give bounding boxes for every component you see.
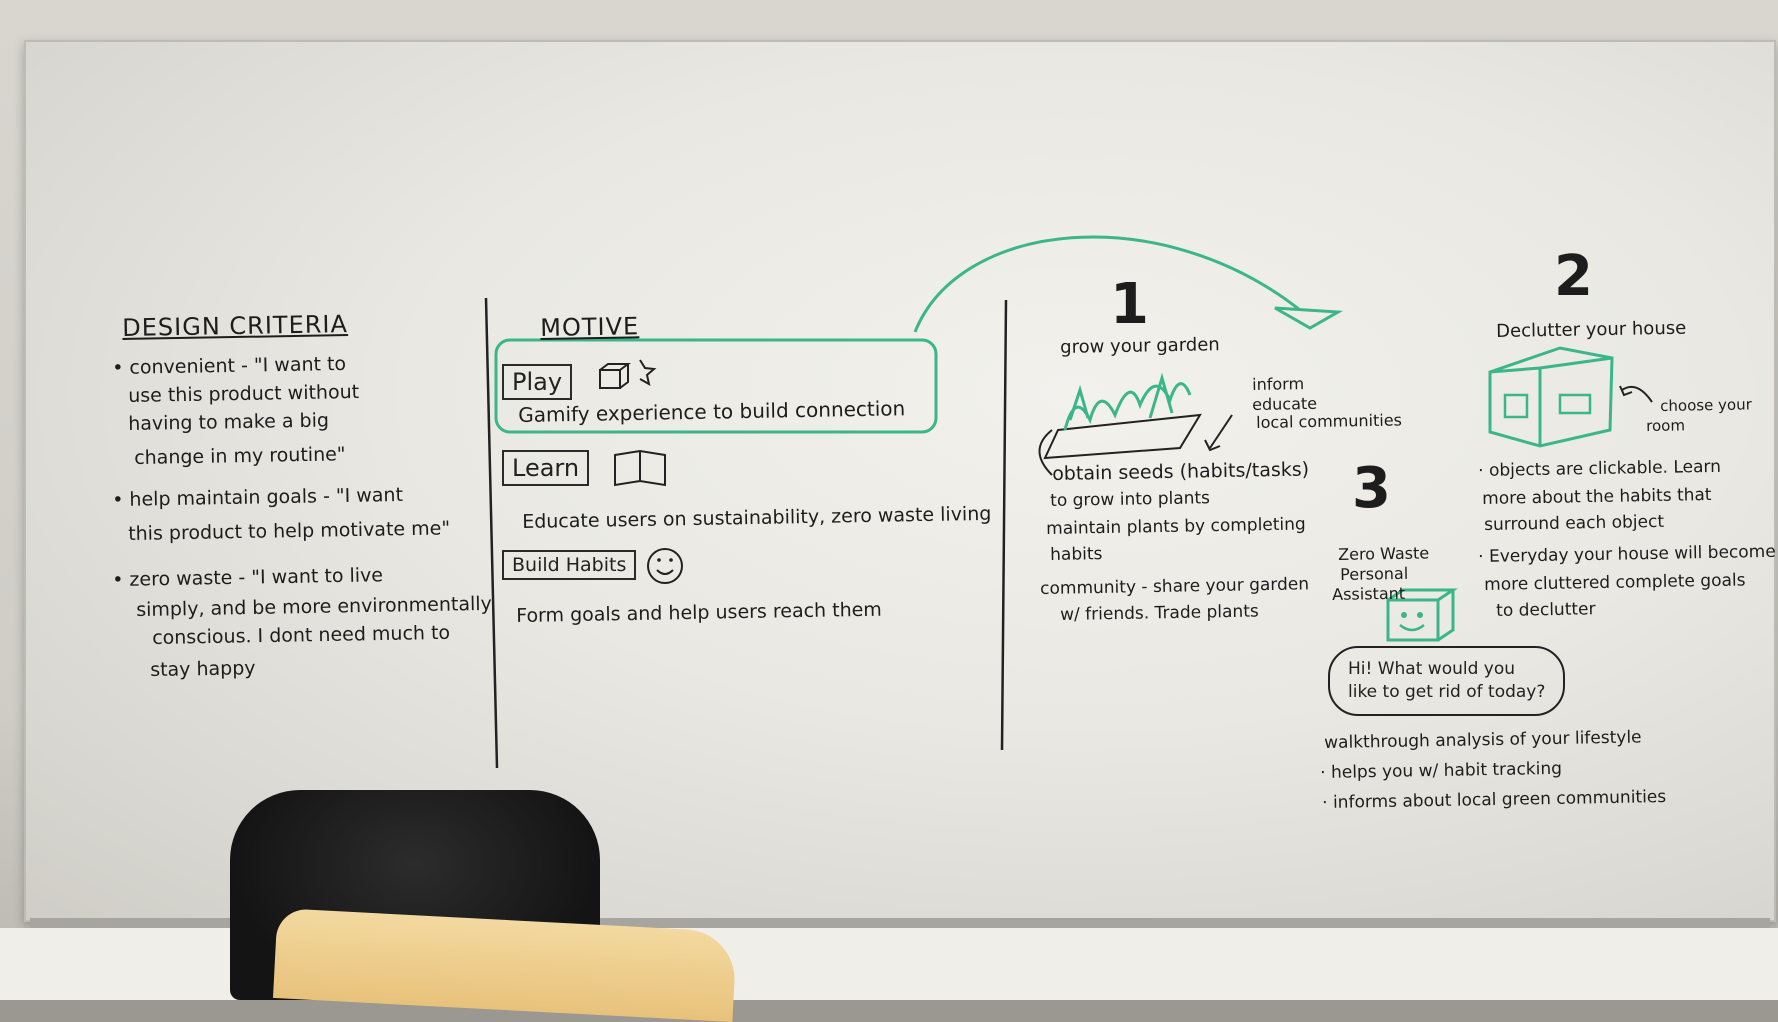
design-criteria-line-5: • help maintain goals - "I want <box>112 483 404 511</box>
section-2-line-3: surround each object <box>1484 511 1665 535</box>
arrow-arc <box>913 235 1301 333</box>
assistant-sketch <box>1386 588 1458 642</box>
garden-sketch <box>1038 372 1233 476</box>
section-1-annotation-1: inform <box>1252 374 1305 394</box>
section-1-line-6: w/ friends. Trade plants <box>1060 601 1259 625</box>
section-2-number: 2 <box>1554 244 1593 309</box>
section-3-line-2: · helps you w/ habit tracking <box>1320 758 1563 783</box>
marker-tray <box>30 918 1770 928</box>
section-2-title: Declutter your house <box>1496 317 1687 342</box>
design-criteria-line-2: use this product without <box>128 380 360 407</box>
build-habits-label: Build Habits <box>502 550 637 580</box>
play-highlight-box <box>494 338 938 434</box>
section-1-line-5: community - share your garden <box>1040 574 1310 599</box>
design-criteria-line-4: change in my routine" <box>134 443 346 469</box>
book-icon <box>614 449 666 487</box>
section-2-line-5: more cluttered complete goals <box>1484 570 1746 595</box>
divider-line-right <box>1000 299 1008 751</box>
design-criteria-line-9: conscious. I dont need much to <box>152 621 451 649</box>
speech-bubble-line-1: Hi! What would you <box>1348 659 1516 679</box>
section-1-line-3: maintain plants by completing <box>1046 514 1306 539</box>
section-2-line-6: to declutter <box>1496 599 1596 621</box>
smiley-icon <box>647 548 683 584</box>
whiteboard <box>24 40 1776 922</box>
section-1-title: grow your garden <box>1060 334 1220 358</box>
section-1-number: 1 <box>1110 272 1149 337</box>
divider-line-left <box>484 297 499 769</box>
section-1-line-2: to grow into plants <box>1050 488 1211 511</box>
whiteboard-drawings <box>484 235 1653 769</box>
section-2-line-2: more about the habits that <box>1482 484 1712 509</box>
section-2-line-1: · objects are clickable. Learn <box>1478 456 1722 481</box>
design-criteria-line-1: • convenient - "I want to <box>112 352 347 379</box>
design-criteria-line-7: • zero waste - "I want to live <box>112 564 384 591</box>
speech-bubble-line-2: like to get rid of today? <box>1348 681 1546 702</box>
design-criteria-title: DESIGN CRITERIA <box>122 310 349 342</box>
section-3-number: 3 <box>1352 456 1391 521</box>
section-3-title-1: Zero Waste <box>1338 543 1430 564</box>
design-criteria-line-10: stay happy <box>150 657 256 681</box>
section-1-annotation-3: local communities <box>1256 410 1403 432</box>
section-3-title-3: Assistant <box>1332 583 1406 604</box>
room-sketch <box>1488 346 1653 448</box>
game-cube-icon <box>599 359 657 389</box>
section-1-line-4: habits <box>1050 544 1103 565</box>
design-criteria-line-3: having to make a big <box>128 409 330 435</box>
play-label: Play <box>502 364 573 400</box>
section-2-annotation-2: room <box>1646 416 1686 435</box>
arrow-head <box>1274 306 1344 330</box>
section-1-line-1: obtain seeds (habits/tasks) <box>1052 458 1310 485</box>
section-2-annotation-1: choose your <box>1660 395 1752 415</box>
learn-label: Learn <box>502 450 590 486</box>
assistant-speech-bubble: Hi! What would you like to get rid of to… <box>1328 646 1566 716</box>
motive-title: MOTIVE <box>540 312 640 342</box>
